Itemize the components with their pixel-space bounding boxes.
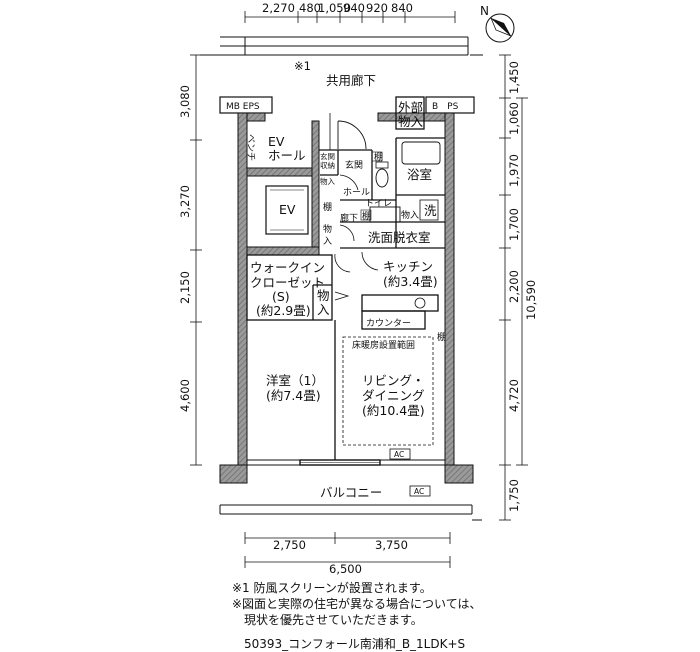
ev-hall-label-1: EV	[268, 134, 285, 149]
wic-label-1: ウォークイン	[250, 260, 325, 275]
dim-left-2: 3,270	[178, 185, 192, 218]
compass-north-label: N	[480, 4, 489, 18]
toilet-door[interactable]	[339, 174, 359, 191]
stove-icon	[414, 297, 426, 309]
wic-label-2: クローゼット	[250, 275, 325, 290]
elevator-car	[265, 185, 309, 235]
storage-label-c-1: 物	[317, 288, 330, 303]
structural-walls	[219, 96, 475, 484]
storage-label-c-2: 入	[317, 302, 330, 317]
toilet-bowl	[375, 168, 389, 188]
entrance-storage-label-2: 収納	[320, 160, 335, 170]
dim-right-3: 1,970	[507, 154, 521, 187]
dim-left-1: 3,080	[178, 85, 192, 118]
living-label-3: (約10.4畳)	[362, 403, 425, 418]
dim-right-1: 1,450	[507, 61, 521, 94]
dim-left-4: 4,600	[178, 379, 192, 412]
toilet-label: トイレ	[365, 199, 392, 209]
entrance-storage-label-3: 物入	[320, 176, 335, 186]
shelf-label-d: 棚	[437, 331, 446, 343]
dim-top-1: 2,270	[262, 1, 295, 15]
shelf-label-b: 棚	[323, 201, 332, 213]
washer-label: 洗	[424, 203, 437, 218]
balcony-label: バルコニー	[320, 485, 382, 500]
note-line-1: ※1 防風スクリーンが設置されます。	[232, 581, 432, 595]
dim-left-3: 2,150	[178, 271, 192, 304]
dim-top-5: 920	[366, 1, 388, 15]
dim-top-6: 840	[391, 1, 413, 15]
living-label-2: ダイニング	[362, 388, 425, 403]
top-dimension-line	[244, 11, 456, 23]
entrance-door[interactable]	[337, 120, 367, 150]
ac-label-2: AC	[414, 487, 424, 496]
kitchen-label-2: (約3.4畳)	[383, 274, 438, 289]
outdoor-storage-label-1: 外部	[398, 100, 423, 115]
b-ps-label: B PS	[432, 102, 459, 112]
shelf-label-a: 棚	[374, 151, 383, 163]
dim-bottom-total: 6,500	[329, 562, 362, 576]
western-room-door[interactable]	[334, 291, 350, 301]
dim-top-2: 480	[299, 1, 321, 15]
balcony-railing	[219, 504, 482, 521]
storage-label-b-2: 入	[323, 236, 332, 247]
compass	[485, 13, 515, 43]
wic-door[interactable]	[334, 253, 351, 273]
dim-right-5: 2,200	[507, 270, 521, 303]
wic-label-3: (S)	[272, 289, 290, 304]
counter-label: カウンター	[366, 318, 411, 329]
dim-right-total: 10,590	[524, 280, 538, 320]
bottom-dimension-line	[244, 532, 451, 568]
ac-label-1: AC	[394, 450, 404, 459]
floor-heating-area	[342, 336, 434, 446]
western-room-label-1: 洋室（1）	[266, 373, 324, 388]
wic-label-4: (約2.9畳)	[256, 303, 311, 318]
common-corridor-label: 共用廊下	[326, 73, 376, 88]
storage-label-b-1: 物	[323, 223, 332, 235]
wind-screen	[200, 36, 483, 56]
corridor-note-mark: ※1	[294, 59, 311, 73]
kitchen-label-1: キッチン	[383, 259, 433, 274]
entrance-storage-label-1: 玄関	[320, 151, 335, 161]
note-line-3: 現状を優先させていただきます。	[232, 613, 423, 627]
entrance-label: 玄関	[345, 159, 363, 171]
kitchen-door[interactable]	[361, 251, 379, 271]
shelf-label-c: 棚	[362, 210, 371, 222]
washbasin	[369, 206, 401, 223]
ev-hall-label-2: ホール	[268, 148, 306, 163]
dim-right-2: 1,060	[507, 102, 521, 135]
bench-label: ベンチ	[245, 134, 256, 161]
dim-right-7: 1,750	[507, 479, 521, 512]
bathtub	[401, 141, 441, 165]
right-dimension-line	[499, 54, 528, 521]
plan-footer: 50393_コンフォール南浦和_B_1LDK+S	[244, 637, 466, 651]
dim-bottom-1: 2,750	[273, 538, 306, 552]
dim-top-3: 1,050	[318, 1, 351, 15]
storage-label-a: 物入	[401, 209, 419, 221]
living-label-1: リビング・	[362, 373, 425, 388]
dim-right-6: 4,720	[507, 379, 521, 412]
outdoor-storage-label-2: 物入	[398, 114, 424, 129]
inner-corridor-label: 廊下	[340, 212, 358, 224]
dim-bottom-2: 3,750	[375, 538, 408, 552]
washroom-door[interactable]	[339, 224, 355, 242]
note-line-2: ※図面と実際の住宅が異なる場合については、	[232, 597, 482, 611]
left-dimension-line	[190, 54, 202, 466]
ac-unit-2	[409, 485, 431, 497]
bath-label: 浴室	[407, 167, 432, 182]
washroom-label: 洗面脱衣室	[368, 230, 431, 245]
dim-right-4: 1,700	[507, 208, 521, 241]
interior-partitions	[246, 96, 445, 460]
hall-label: ホール	[343, 187, 370, 198]
floor-heating-label: 床暖房設置範囲	[352, 339, 415, 351]
mb-eps-label: MB EPS	[226, 102, 260, 112]
western-room-label-2: (約7.4畳)	[266, 388, 321, 403]
dim-top-4: 940	[343, 1, 365, 15]
ev-label: EV	[279, 202, 296, 217]
ac-unit-1	[389, 448, 411, 460]
